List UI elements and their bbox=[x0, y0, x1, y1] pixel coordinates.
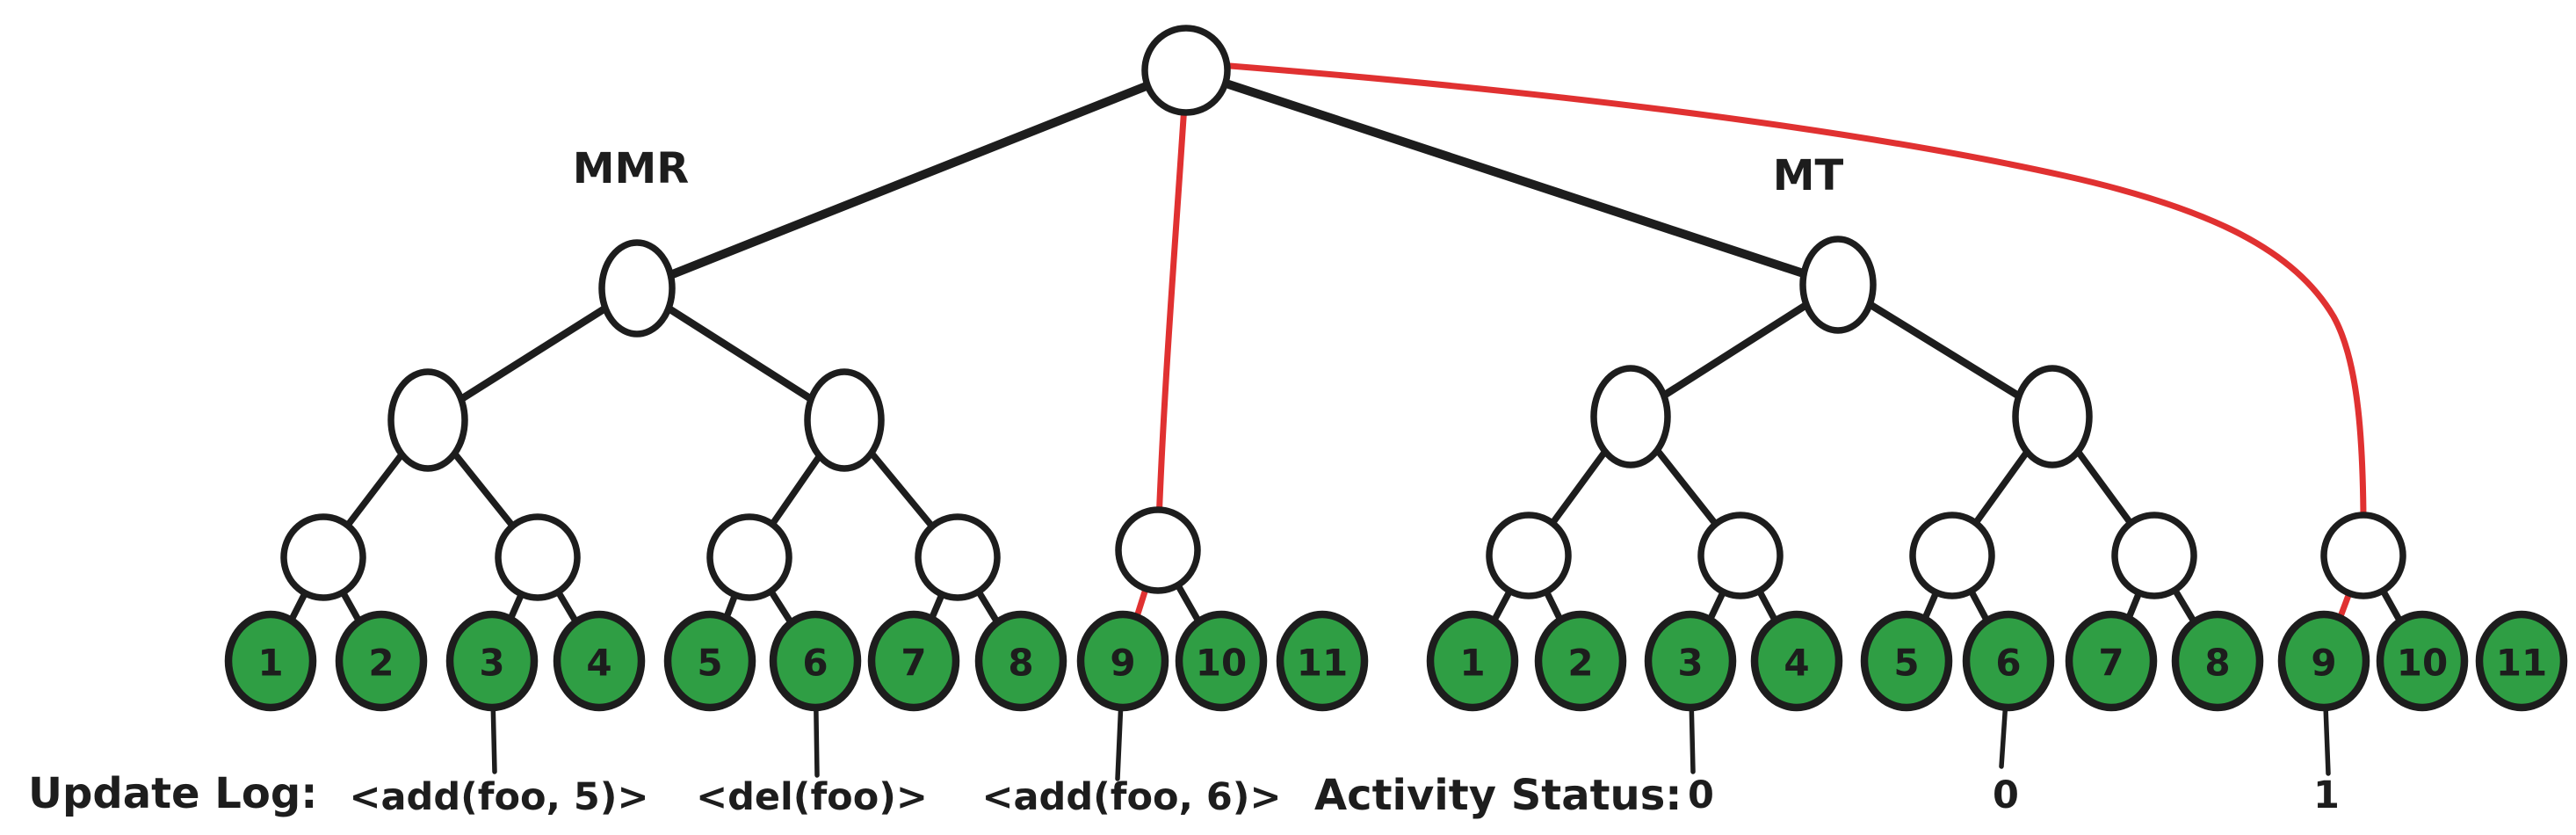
mt-leaf-3-label: 3 bbox=[1677, 642, 1703, 685]
red-path-root-to-mmr-peak bbox=[1154, 74, 1190, 550]
activity-status-value-2: 1 bbox=[2313, 773, 2340, 817]
mt-leaf-5-node bbox=[1860, 610, 1953, 712]
mt-leaf-7-label: 7 bbox=[2098, 642, 2124, 685]
mmr-leaf-6-node bbox=[769, 610, 862, 712]
mt-leaf-10-label: 10 bbox=[2397, 642, 2448, 685]
annotation-lines bbox=[489, 658, 2331, 781]
mt-leaf-7-node bbox=[2065, 610, 2158, 712]
root-node bbox=[1141, 25, 1231, 116]
mt-leaf-8-label: 8 bbox=[2204, 642, 2230, 685]
mmr-parent-5-6-node bbox=[706, 513, 792, 601]
mmr-leaf-6-label: 6 bbox=[802, 642, 828, 685]
mt-internal-left-node bbox=[1590, 365, 1671, 468]
mt-leaves: 1 2 3 4 5 6 7 8 9 10 11 bbox=[1426, 610, 2568, 712]
mmr-leaf-1-node bbox=[224, 610, 317, 712]
update-log-entry-0: <add(foo, 5)> bbox=[350, 775, 649, 819]
mmr-leaf-5-label: 5 bbox=[697, 642, 722, 685]
labels: MMR MT Update Log: <add(foo, 5)> <del(fo… bbox=[28, 144, 2340, 820]
mmr-leaves: 1 2 3 4 5 6 7 8 9 10 11 bbox=[224, 610, 1369, 712]
mmr-leaf-10-label: 10 bbox=[1196, 642, 1247, 685]
mmr-leaf-2-label: 2 bbox=[368, 642, 394, 685]
mmr-leaf-10-node bbox=[1175, 610, 1268, 712]
mt-leaf-9-label: 9 bbox=[2311, 642, 2336, 685]
mt-internal-right-node bbox=[2012, 365, 2093, 468]
mt-parent-3-4-node bbox=[1697, 512, 1784, 599]
mmr-internal-right-node bbox=[804, 368, 885, 472]
mmr-leaf-8-node bbox=[974, 610, 1067, 712]
mmr-parent-3-4-node bbox=[495, 513, 581, 601]
activity-status-value-0: 0 bbox=[1688, 773, 1714, 817]
internal-nodes bbox=[280, 25, 2406, 601]
mt-root-node bbox=[1799, 236, 1877, 334]
update-log-label: Update Log: bbox=[28, 769, 317, 818]
mmr-leaf-3-label: 3 bbox=[479, 642, 504, 685]
mmr-leaf-11-node bbox=[1276, 610, 1369, 712]
mt-parent-7-8-node bbox=[2111, 512, 2197, 599]
mt-leaf-3-node bbox=[1644, 610, 1737, 712]
red-path-root-to-mt-peak bbox=[1193, 60, 2367, 555]
mt-leaf-1-node bbox=[1426, 610, 1519, 712]
update-log-entry-1: <del(foo)> bbox=[696, 775, 928, 819]
update-log-entry-2: <add(foo, 6)> bbox=[982, 775, 1282, 819]
activity-status-label: Activity Status: bbox=[1314, 771, 1682, 820]
mt-parent-9-10-node bbox=[2320, 512, 2406, 599]
mt-leaf-9-node bbox=[2277, 610, 2370, 712]
edge-root-to-mmr-root bbox=[633, 66, 1190, 293]
mmr-leaf-7-node bbox=[867, 610, 960, 712]
edge-root-to-mt-root bbox=[1182, 66, 1842, 289]
mmr-root-node bbox=[598, 239, 676, 338]
mt-leaf-11-label: 11 bbox=[2496, 642, 2547, 685]
mt-leaf-2-node bbox=[1534, 610, 1627, 712]
mt-leaf-4-label: 4 bbox=[1784, 642, 1809, 685]
mmr-leaf-9-node bbox=[1076, 610, 1169, 712]
activity-status-value-1: 0 bbox=[1993, 773, 2019, 817]
mmr-leaf-2-node bbox=[335, 610, 428, 712]
mmr-parent-1-2-node bbox=[280, 513, 366, 601]
mt-leaf-10-node bbox=[2376, 610, 2469, 712]
mmr-parent-9-10-node bbox=[1115, 506, 1201, 594]
mt-leaf-6-label: 6 bbox=[1995, 642, 2021, 685]
mt-parent-5-6-node bbox=[1909, 512, 1995, 599]
mmr-leaf-1-label: 1 bbox=[257, 642, 283, 685]
mmr-leaf-7-label: 7 bbox=[901, 642, 926, 685]
mt-leaf-6-node bbox=[1962, 610, 2055, 712]
mmr-leaf-3-node bbox=[445, 610, 539, 712]
mmr-leaf-4-node bbox=[553, 610, 646, 712]
mmr-parent-7-8-node bbox=[915, 513, 1001, 601]
mmr-leaf-11-label: 11 bbox=[1297, 642, 1348, 685]
mt-leaf-2-label: 2 bbox=[1567, 642, 1593, 685]
mmr-leaf-8-label: 8 bbox=[1008, 642, 1033, 685]
mmr-leaf-4-label: 4 bbox=[586, 642, 611, 685]
mmr-leaf-5-node bbox=[663, 610, 756, 712]
mt-parent-1-2-node bbox=[1486, 512, 1572, 599]
mt-leaf-5-label: 5 bbox=[1893, 642, 1919, 685]
mt-leaf-8-node bbox=[2171, 610, 2264, 712]
mt-leaf-11-node bbox=[2475, 610, 2568, 712]
mmr-leaf-9-label: 9 bbox=[1110, 642, 1135, 685]
mt-title: MT bbox=[1773, 151, 1844, 200]
mt-leaf-4-node bbox=[1750, 610, 1843, 712]
mmr-internal-left-node bbox=[387, 368, 468, 472]
mt-leaf-1-label: 1 bbox=[1459, 642, 1485, 685]
mmr-title: MMR bbox=[573, 144, 690, 193]
